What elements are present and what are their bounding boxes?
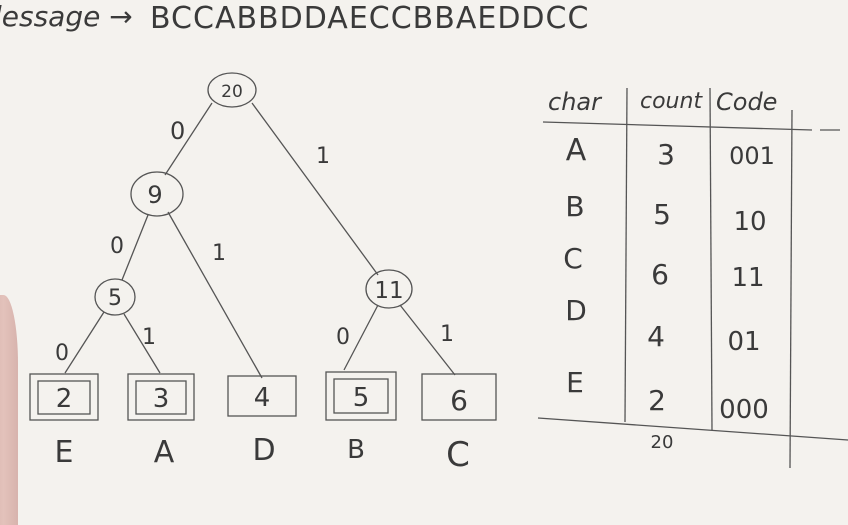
row-b-code: 10 bbox=[733, 207, 766, 237]
row-c-char: C bbox=[563, 242, 583, 275]
header-char: char bbox=[548, 88, 603, 116]
row-c-count: 6 bbox=[651, 258, 669, 291]
edge-label-root-left: 0 bbox=[170, 117, 185, 145]
node-11 bbox=[365, 269, 413, 309]
leaf-box-e bbox=[29, 373, 99, 421]
table-col-line-1 bbox=[624, 87, 628, 423]
edge-root-9 bbox=[164, 102, 213, 176]
leaf-char-d: D bbox=[252, 433, 275, 468]
node-root-label: 20 bbox=[221, 82, 243, 102]
edge-9-5 bbox=[121, 214, 149, 281]
leaf-box-c bbox=[421, 373, 497, 421]
table-headers: char count Code bbox=[548, 88, 777, 116]
leaf-count-d: 4 bbox=[254, 383, 271, 413]
edge-5-2 bbox=[64, 311, 105, 374]
table-col-line-3 bbox=[789, 109, 793, 469]
edge-5-3 bbox=[123, 313, 161, 374]
edge-root-11 bbox=[251, 102, 379, 276]
leaf-box-a-inner bbox=[135, 380, 187, 415]
leaf-char-a: A bbox=[154, 435, 175, 470]
leaf-char-c: C bbox=[446, 435, 470, 475]
edge-9-4 bbox=[167, 211, 263, 379]
edge-label-5-left: 0 bbox=[55, 341, 69, 366]
row-d-count: 4 bbox=[647, 320, 665, 353]
leaf-count-e: 2 bbox=[56, 384, 73, 414]
leaf-box-a bbox=[127, 373, 195, 421]
edge-11-5 bbox=[343, 304, 379, 371]
edge-label-5-right: 1 bbox=[142, 325, 156, 350]
leaf-chars: E A D B C bbox=[55, 433, 470, 475]
tree-edges bbox=[64, 102, 456, 379]
node-root bbox=[207, 72, 257, 108]
table-total-line bbox=[537, 417, 848, 441]
leaf-count-c: 6 bbox=[450, 384, 468, 417]
row-a-code: 001 bbox=[729, 142, 775, 170]
table-rows: A 3 001 B 5 10 C 6 11 D 4 01 E 2 000 bbox=[563, 133, 775, 425]
table-header-line bbox=[542, 121, 813, 131]
table-col-line-2 bbox=[709, 87, 713, 431]
row-a-count: 3 bbox=[657, 138, 675, 171]
node-5-label: 5 bbox=[108, 286, 122, 311]
node-9 bbox=[130, 171, 184, 217]
edge-label-root-right: 1 bbox=[316, 144, 330, 169]
leaf-box-d bbox=[227, 375, 297, 417]
leaf-char-b: B bbox=[347, 435, 365, 465]
header-code: Code bbox=[716, 88, 777, 116]
leaf-counts: 2 3 4 5 6 bbox=[56, 383, 468, 417]
leaf-box-e-inner bbox=[37, 380, 91, 415]
table-total: 20 bbox=[651, 432, 674, 453]
row-e-count: 2 bbox=[648, 384, 666, 417]
leaf-char-e: E bbox=[55, 435, 74, 470]
internal-nodes: 20 9 5 11 bbox=[94, 72, 413, 316]
edge-label-9-left: 0 bbox=[110, 234, 124, 259]
row-d-char: D bbox=[565, 294, 587, 327]
row-d-code: 01 bbox=[727, 327, 760, 357]
message-text: BCCABBDDAECCBBAEDDCC bbox=[150, 1, 589, 36]
edge-label-9-right: 1 bbox=[212, 241, 226, 266]
row-b-char: B bbox=[565, 190, 584, 223]
node-9-label: 9 bbox=[147, 181, 162, 209]
whiteboard: lessage → BCCABBDDAECCBBAEDDCC 20 9 5 11… bbox=[0, 0, 848, 475]
row-e-code: 000 bbox=[719, 395, 769, 425]
edge-labels: 0 1 0 1 0 1 0 1 bbox=[55, 117, 454, 366]
leaf-box-b-inner bbox=[333, 378, 389, 414]
leaf-count-b: 5 bbox=[353, 383, 370, 413]
edge-label-11-right: 1 bbox=[440, 322, 454, 347]
header-count: count bbox=[640, 89, 703, 114]
leaf-box-b bbox=[325, 371, 397, 421]
row-c-code: 11 bbox=[731, 263, 764, 293]
table-lines bbox=[537, 87, 848, 469]
row-a-char: A bbox=[566, 133, 587, 168]
message-label: lessage → bbox=[0, 0, 133, 33]
row-b-count: 5 bbox=[653, 198, 671, 231]
edge-label-11-left: 0 bbox=[336, 325, 350, 350]
node-11-label: 11 bbox=[374, 278, 403, 304]
edge-11-6 bbox=[399, 304, 456, 376]
leaf-boxes bbox=[29, 371, 497, 421]
row-e-char: E bbox=[566, 366, 584, 399]
leaf-count-a: 3 bbox=[153, 384, 170, 414]
node-5 bbox=[94, 278, 136, 316]
presenter-arm bbox=[0, 295, 18, 525]
